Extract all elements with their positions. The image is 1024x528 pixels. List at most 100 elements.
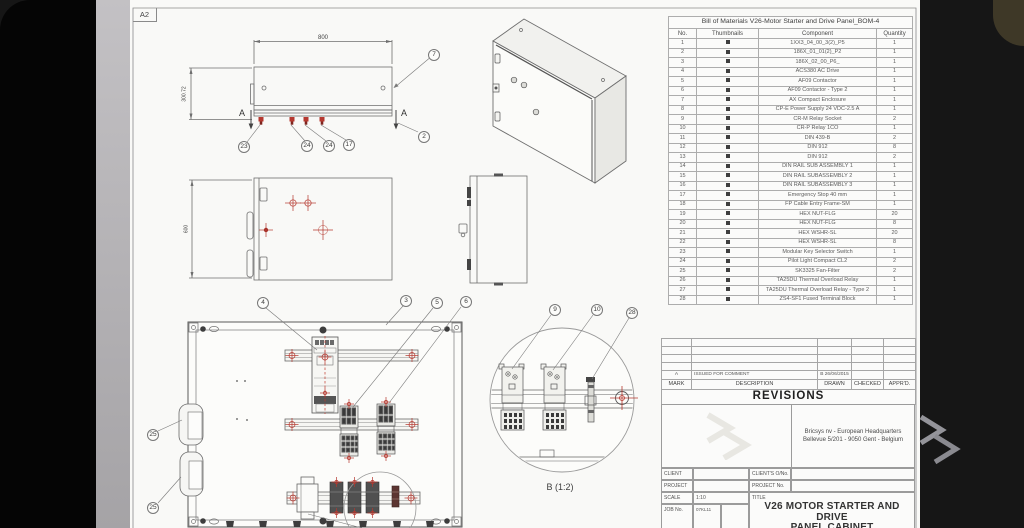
client-value-cell	[693, 468, 749, 480]
thumbnail-icon	[725, 287, 730, 292]
balloon-3: 3	[400, 295, 412, 307]
company-block: Bricsys nv - European Headquarters Belle…	[661, 404, 915, 468]
balloon-10: 10	[591, 304, 603, 316]
thumbnail-icon	[725, 154, 730, 159]
revision-entry-row: A ISSUED FOR COMMENT B 26/06/2015	[661, 370, 916, 380]
title-label: TITLE	[752, 495, 766, 501]
thumbnail-icon	[725, 296, 730, 301]
job-no-value-cell: 07KL11	[693, 504, 721, 528]
project-label-cell: PROJECT	[661, 480, 693, 492]
company-address: Bricsys nv - European Headquarters Belle…	[792, 405, 914, 467]
balloon-17: 17	[343, 139, 355, 151]
client-label-cell: CLIENT	[661, 468, 693, 480]
company-logo-cell	[662, 405, 792, 467]
drawing-title-line1: V26 MOTOR STARTER AND DRIVE	[764, 501, 900, 523]
thumbnail-icon	[725, 239, 730, 244]
scale-value: 1:10	[696, 495, 706, 501]
window-edge-strip	[96, 0, 131, 528]
job-no-label: JOB No.	[664, 507, 683, 513]
thumbnail-icon	[725, 163, 730, 168]
revision-empty-row	[661, 354, 916, 363]
left-dark-bar	[0, 0, 96, 528]
rev-empty-rows	[661, 338, 916, 371]
bom-header-row: No. Thumbnails Component Quantity	[668, 28, 914, 39]
thumbnail-icon	[725, 59, 730, 64]
thumbnail-icon	[725, 249, 730, 254]
balloon-7: 7	[428, 49, 440, 61]
revision-empty-row	[661, 346, 916, 355]
balloon-25a: 25	[147, 429, 159, 441]
thumbnail-icon	[725, 116, 730, 121]
client-label: CLIENT	[664, 471, 682, 477]
thumbnail-icon	[725, 230, 730, 235]
balloon-9: 9	[549, 304, 561, 316]
thumbnail-icon	[725, 40, 730, 45]
revision-apprd	[883, 370, 916, 380]
project-label: PROJECT	[664, 483, 688, 489]
clients-ono-value-cell	[791, 468, 915, 480]
bricsys-logo	[915, 413, 961, 470]
balloon-28: 28	[626, 307, 638, 319]
balloon-23: 23	[238, 141, 250, 153]
clients-ono-label-cell: CLIENT'S O/No.	[749, 468, 791, 480]
rev-col-description: DESCRIPTION	[691, 379, 818, 390]
bom-title: Bill of Materials V26-Motor Starter and …	[667, 16, 914, 29]
revision-description: ISSUED FOR COMMENT	[691, 370, 818, 380]
company-name-line: Bricsys nv - European Headquarters	[804, 428, 902, 435]
thumbnail-icon	[725, 268, 730, 273]
thumbnail-icon	[725, 201, 730, 206]
bom-col-component: Component	[758, 28, 877, 39]
revision-mark: A	[661, 370, 692, 380]
sheet-format-label: A2	[133, 8, 157, 22]
project-no-label: PROJECT No.	[752, 483, 785, 489]
revision-empty-row	[661, 338, 916, 347]
thumbnail-icon	[725, 135, 730, 140]
thumbnail-icon	[725, 258, 730, 263]
bom-col-thumbnails: Thumbnails	[696, 28, 759, 39]
bom-title-row: Bill of Materials V26-Motor Starter and …	[667, 16, 914, 29]
scale-label-cell: SCALE	[661, 492, 693, 504]
thumbnail-icon	[725, 125, 730, 130]
rev-col-apprd: APPR'D.	[883, 379, 916, 390]
balloon-6: 6	[460, 296, 472, 308]
job-no-label-cell: JOB No.	[661, 504, 693, 528]
drawing-title-cell: TITLE V26 MOTOR STARTER AND DRIVE PANEL …	[749, 492, 915, 528]
scale-value-cell: 1:10	[693, 492, 749, 504]
balloon-4: 4	[257, 297, 269, 309]
job-extra-cell	[721, 504, 749, 528]
bom-table: Bill of Materials V26-Motor Starter and …	[667, 16, 914, 305]
corner-reflection	[993, 0, 1024, 46]
revision-checked	[851, 370, 884, 380]
balloon-5: 5	[431, 297, 443, 309]
thumbnail-icon	[725, 220, 730, 225]
project-no-value-cell	[791, 480, 915, 492]
balloon-25b: 25	[147, 502, 159, 514]
rev-col-checked: CHECKED	[851, 379, 884, 390]
thumbnail-icon	[725, 97, 730, 102]
scale-label: SCALE	[664, 495, 681, 501]
thumbnail-icon	[725, 211, 730, 216]
thumbnail-icon	[725, 87, 730, 92]
revision-drawn: B 26/06/2015	[817, 370, 852, 380]
revisions-header-row: MARK DESCRIPTION DRAWN CHECKED APPR'D.	[661, 379, 916, 390]
thumbnail-icon	[725, 144, 730, 149]
thumbnail-icon	[725, 277, 730, 282]
project-value-cell	[693, 480, 749, 492]
